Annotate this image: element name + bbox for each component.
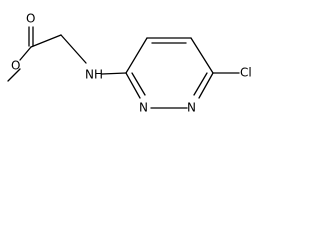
- amine-label: NH: [85, 68, 103, 82]
- bond-carbonyl-ester-oxygen: [19, 46, 32, 61]
- bond-ring-c3-c4: [125, 37, 148, 74]
- bond-amine-ring: [101, 72, 127, 75]
- bond-ch2-amine: [60, 34, 87, 64]
- bond-ring-c5-c6: [190, 37, 214, 74]
- structure-canvas: O O NH Cl N N: [7, 12, 252, 115]
- chlorine-label: Cl: [240, 66, 252, 80]
- ring-nitrogen-2-label: N: [139, 101, 148, 115]
- molecule-structure: O O NH Cl N N: [0, 0, 258, 120]
- ring-nitrogen-1-label: N: [187, 101, 196, 115]
- bond-ring-c6-n1: [198, 72, 214, 99]
- bond-ester-oxygen-methyl: [7, 68, 21, 82]
- carbonyl-oxygen-label: O: [26, 12, 35, 26]
- bond-carbonyl-ch2: [30, 34, 62, 48]
- ester-oxygen-label: O: [11, 59, 20, 73]
- bond-ring-n2-c3-inner: [131, 72, 146, 96]
- bond-ring-n2-c3: [125, 72, 141, 99]
- bond-ring-c6-n1-inner: [193, 72, 208, 96]
